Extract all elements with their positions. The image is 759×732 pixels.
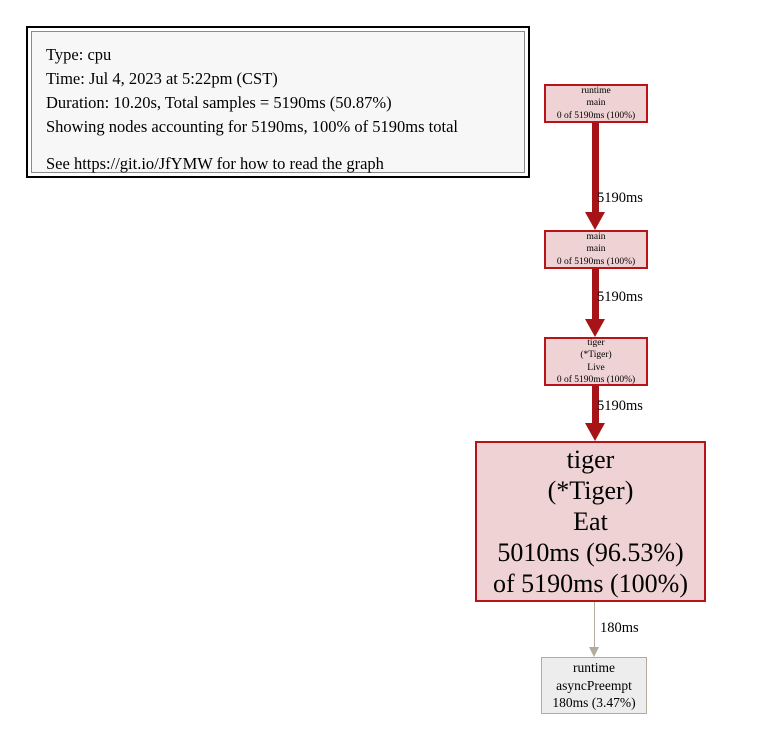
- node-line-receiver: (*Tiger): [547, 476, 634, 505]
- arrowhead-icon: [589, 647, 599, 657]
- profile-legend-box: Type: cpu Time: Jul 4, 2023 at 5:22pm (C…: [26, 26, 530, 178]
- graph-node-main-main[interactable]: main main 0 of 5190ms (100%): [544, 230, 648, 269]
- node-line-stats: 180ms (3.47%): [552, 695, 636, 711]
- node-line-function: main: [586, 98, 606, 109]
- node-line-function: Eat: [573, 507, 608, 536]
- graph-node-runtime-main[interactable]: runtime main 0 of 5190ms (100%): [544, 84, 648, 123]
- graph-node-tiger-eat[interactable]: tiger (*Tiger) Eat 5010ms (96.53%) of 51…: [475, 441, 706, 602]
- edge-line: [592, 123, 599, 212]
- edge-label: 180ms: [600, 620, 639, 636]
- graph-node-runtime-asyncpreempt[interactable]: runtime asyncPreempt 180ms (3.47%): [541, 657, 647, 714]
- node-line-package: main: [586, 232, 606, 243]
- node-line-function: Live: [587, 362, 605, 373]
- node-line-package: runtime: [581, 86, 611, 97]
- node-line-stats: 0 of 5190ms (100%): [556, 256, 636, 267]
- node-line-function: main: [586, 244, 606, 255]
- profile-legend-inner: Type: cpu Time: Jul 4, 2023 at 5:22pm (C…: [31, 31, 525, 173]
- legend-line-showing: Showing nodes accounting for 5190ms, 100…: [46, 117, 459, 136]
- node-line-function: asyncPreempt: [556, 677, 632, 693]
- arrowhead-icon: [585, 423, 605, 441]
- node-line-cum-stat: of 5190ms (100%): [493, 569, 688, 598]
- graph-node-tiger-live[interactable]: tiger (*Tiger) Live 0 of 5190ms (100%): [544, 337, 648, 386]
- edge-label: 5190ms: [597, 398, 643, 414]
- legend-line-time: Time: Jul 4, 2023 at 5:22pm (CST): [46, 69, 278, 88]
- node-line-package: tiger: [587, 338, 605, 349]
- node-line-stats: 0 of 5190ms (100%): [556, 110, 636, 121]
- edge-label: 5190ms: [597, 289, 643, 305]
- node-line-stats: 0 of 5190ms (100%): [556, 374, 636, 385]
- legend-help-link[interactable]: See https://git.io/JfYMW for how to read…: [46, 154, 384, 173]
- legend-line-duration: Duration: 10.20s, Total samples = 5190ms…: [46, 93, 392, 112]
- node-line-self-stat: 5010ms (96.53%): [497, 538, 684, 567]
- legend-spacer: [46, 139, 510, 152]
- node-line-package: runtime: [573, 660, 615, 676]
- arrowhead-icon: [585, 319, 605, 337]
- edge-line: [592, 386, 599, 423]
- arrowhead-icon: [585, 212, 605, 230]
- edge-label: 5190ms: [597, 190, 643, 206]
- node-line-package: tiger: [566, 445, 615, 474]
- edge-line: [592, 269, 599, 319]
- edge-line: [594, 602, 595, 647]
- legend-line-type: Type: cpu: [46, 45, 112, 64]
- node-line-receiver: (*Tiger): [580, 350, 612, 361]
